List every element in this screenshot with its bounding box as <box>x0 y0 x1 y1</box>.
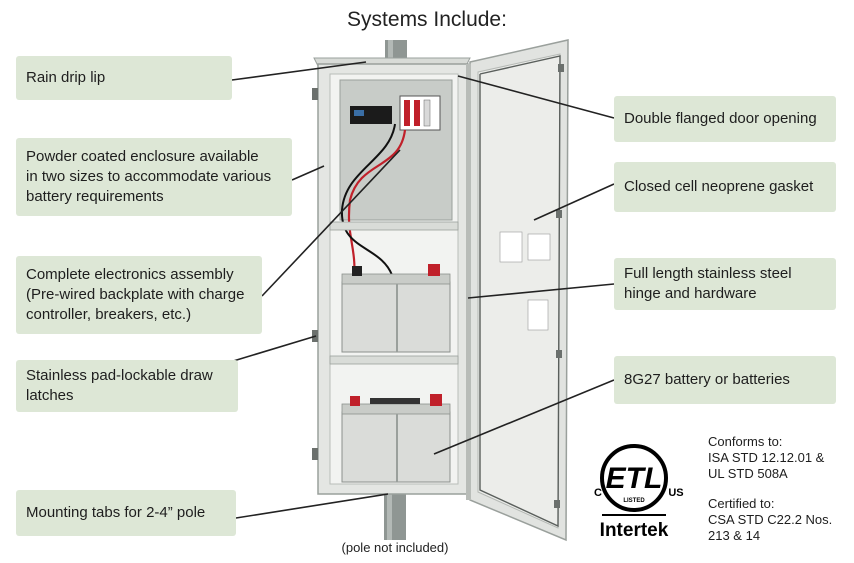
callout-draw-latches: Stainless pad-lockable draw latches <box>16 360 238 412</box>
leader-battery <box>433 379 615 455</box>
callout-text: Full length stainless steel hinge and ha… <box>624 265 792 302</box>
callout-text: Stainless pad-lockable draw latches <box>26 367 213 404</box>
latch-bottom <box>312 448 318 460</box>
latch-top <box>312 88 318 100</box>
etl-logo-left: C <box>594 487 602 499</box>
callout-stainless-hinge: Full length stainless steel hinge and ha… <box>614 258 836 310</box>
callout-text: Powder coated enclosure available in two… <box>26 148 272 205</box>
shelf-upper <box>329 221 459 231</box>
callout-powder-coated-enclosure: Powder coated enclosure available in two… <box>16 138 292 216</box>
certified-to-note: Certified to: CSA STD C22.2 Nos. 213 & 1… <box>708 496 833 543</box>
etl-logo-right: US <box>668 487 683 499</box>
stainless-hinge <box>466 64 471 500</box>
shelf-lower <box>329 355 459 365</box>
wire-black <box>340 123 396 276</box>
callout-mounting-tabs: Mounting tabs for 2-4” pole <box>16 490 236 536</box>
conforms-to-note: Conforms to: ISA STD 12.12.01 & UL STD 5… <box>708 434 825 481</box>
callout-text: 8G27 battery or batteries <box>624 371 790 388</box>
etl-logo-listed: LISTED <box>623 498 645 504</box>
leader-door-opening <box>457 75 615 119</box>
wire-red <box>347 129 407 291</box>
leader-electronics <box>261 149 401 297</box>
callout-text: Complete electronics assembly (Pre-wired… <box>26 266 245 323</box>
leader-powder-coated <box>291 165 325 181</box>
intertek-brand: Intertek <box>600 520 669 541</box>
callout-electronics-assembly: Complete electronics assembly (Pre-wired… <box>16 256 262 334</box>
callout-text: Mounting tabs for 2-4” pole <box>26 504 206 521</box>
callout-text: Rain drip lip <box>26 69 106 86</box>
callout-neoprene-gasket: Closed cell neoprene gasket <box>614 162 836 212</box>
leader-latches <box>229 335 317 363</box>
callout-battery: 8G27 battery or batteries <box>614 356 836 404</box>
neoprene-gasket <box>479 55 561 528</box>
callout-text: Double flanged door opening <box>624 110 817 127</box>
callout-text: Closed cell neoprene gasket <box>624 178 814 195</box>
leader-gasket <box>533 183 615 221</box>
callout-rain-drip-lip: Rain drip lip <box>16 56 232 100</box>
leader-mounting-tabs <box>235 493 389 519</box>
etl-logo: ETL LISTED <box>600 444 668 512</box>
pole-caption: (pole not included) <box>341 540 449 555</box>
callout-double-flanged-door: Double flanged door opening <box>614 96 836 142</box>
leader-hinge <box>467 283 615 299</box>
etl-logo-mark: ETL <box>606 462 663 495</box>
diagram-title: Systems Include: <box>347 8 507 31</box>
leader-rain-drip-lip <box>231 61 367 81</box>
